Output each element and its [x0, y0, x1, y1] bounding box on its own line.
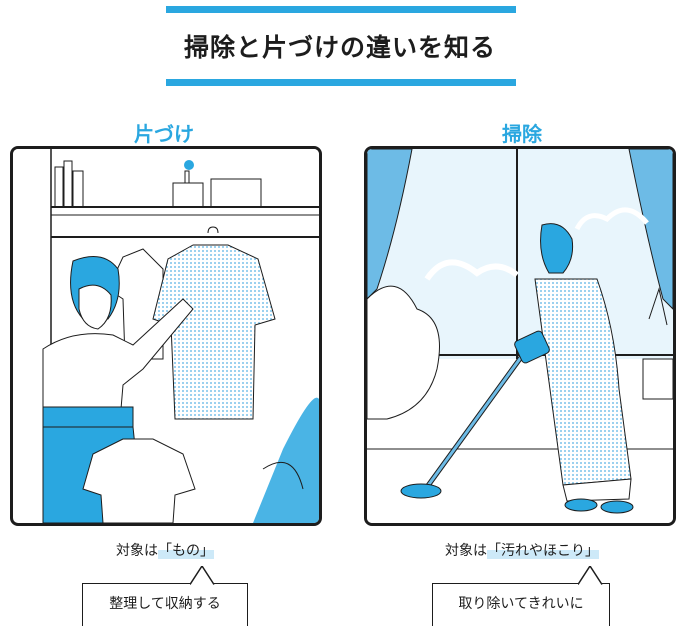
right-action-text: 取り除いてきれいに	[458, 596, 584, 612]
right-action-bubble: 取り除いてきれいに	[432, 583, 610, 626]
left-action-bubble: 整理して収納する	[82, 583, 248, 626]
tidying-scene	[13, 149, 319, 523]
right-target-caption: 対象は「汚れやほこり」	[432, 540, 612, 560]
right-bubble-tail	[578, 566, 603, 586]
left-action-text: 整理して収納する	[109, 596, 221, 612]
left-target-value: 「もの」	[158, 543, 214, 559]
page-title: 掃除と片づけの違いを知る	[183, 33, 496, 62]
bottom-rule	[166, 79, 516, 86]
cleaning-scene	[367, 149, 673, 523]
left-target-caption: 対象は「もの」	[100, 540, 230, 560]
tidying-illustration	[10, 146, 322, 526]
right-label: 掃除	[502, 122, 542, 146]
left-target-prefix: 対象は	[116, 543, 158, 559]
cleaning-illustration	[364, 146, 676, 526]
left-label: 片づけ	[134, 122, 194, 146]
left-bubble-tail	[190, 566, 215, 586]
right-target-value: 「汚れやほこり」	[487, 543, 599, 559]
right-target-prefix: 対象は	[445, 543, 487, 559]
top-rule	[166, 6, 516, 13]
